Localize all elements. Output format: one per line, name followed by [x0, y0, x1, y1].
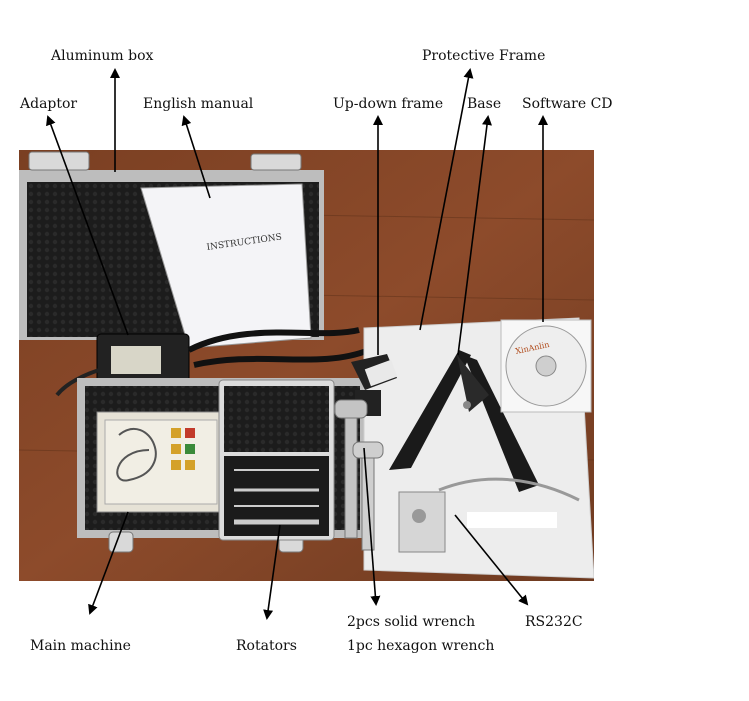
- label-protective-frame: Protective Frame: [422, 48, 546, 64]
- base-item: [389, 350, 539, 492]
- label-aluminum-box: Aluminum box: [51, 48, 154, 64]
- label-up-down-frame: Up-down frame: [333, 96, 444, 112]
- label-rotators: Rotators: [236, 638, 297, 654]
- label-solid-wrench: 2pcs solid wrench: [347, 614, 476, 630]
- label-rs232c: RS232C: [525, 614, 583, 630]
- rotators-item: [218, 379, 335, 541]
- main-machine-item: [96, 411, 226, 513]
- label-hexagon-wrench: 1pc hexagon wrench: [347, 638, 495, 654]
- english-manual-item: INSTRUCTIONS: [140, 183, 312, 349]
- label-adaptor: Adaptor: [20, 96, 78, 112]
- label-main-machine: Main machine: [30, 638, 131, 654]
- product-photo: INSTRUCTIONS: [19, 150, 594, 581]
- software-cd-item: XinAnlin: [500, 319, 592, 413]
- label-base: Base: [467, 96, 502, 112]
- label-software-cd: Software CD: [522, 96, 613, 112]
- adaptor-item: [55, 327, 371, 397]
- label-english-manual: English manual: [143, 96, 254, 112]
